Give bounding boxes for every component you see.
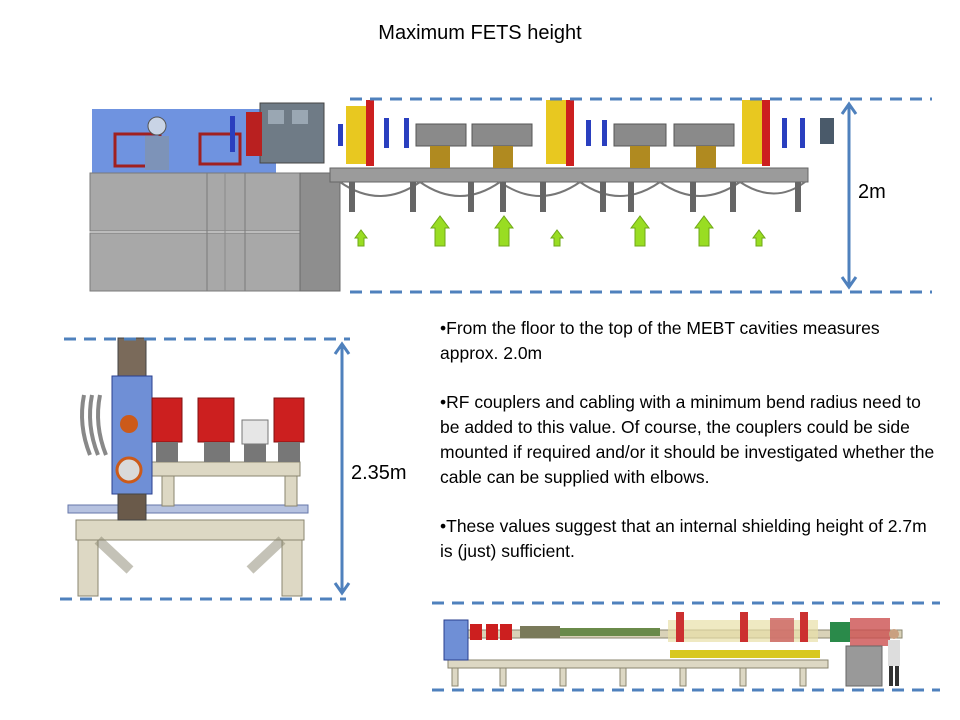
source-enclosure xyxy=(92,109,276,175)
slide-title: Maximum FETS height xyxy=(378,22,582,44)
mebt-cavities xyxy=(346,100,770,166)
bullet-item: •From the floor to the top of the MEBT c… xyxy=(440,318,880,363)
dimension-label-2m: 2m xyxy=(858,181,886,203)
dimension-label-235m: 2.35m xyxy=(351,462,407,484)
end-view-cavities xyxy=(151,397,305,443)
bottom-full-line-diagram xyxy=(432,601,940,692)
concrete-block-upper xyxy=(89,172,341,232)
height-arrow-2m xyxy=(840,101,858,290)
quadrupole-magnets xyxy=(415,123,735,168)
support-arrows xyxy=(354,215,766,247)
top-flange xyxy=(117,337,147,379)
bullet-item: •RF couplers and cabling with a minimum … xyxy=(440,392,935,487)
bullet-item: •These values suggest that an internal s… xyxy=(440,516,927,561)
height-arrow-235m xyxy=(333,341,351,596)
beamline-girder xyxy=(329,167,809,183)
top-side-view-diagram xyxy=(89,100,834,292)
concrete-block-lower xyxy=(89,232,341,292)
bullet-list: •From the floor to the top of the MEBT c… xyxy=(440,316,940,588)
left-end-view-diagram xyxy=(67,337,309,597)
table-top xyxy=(75,519,305,541)
